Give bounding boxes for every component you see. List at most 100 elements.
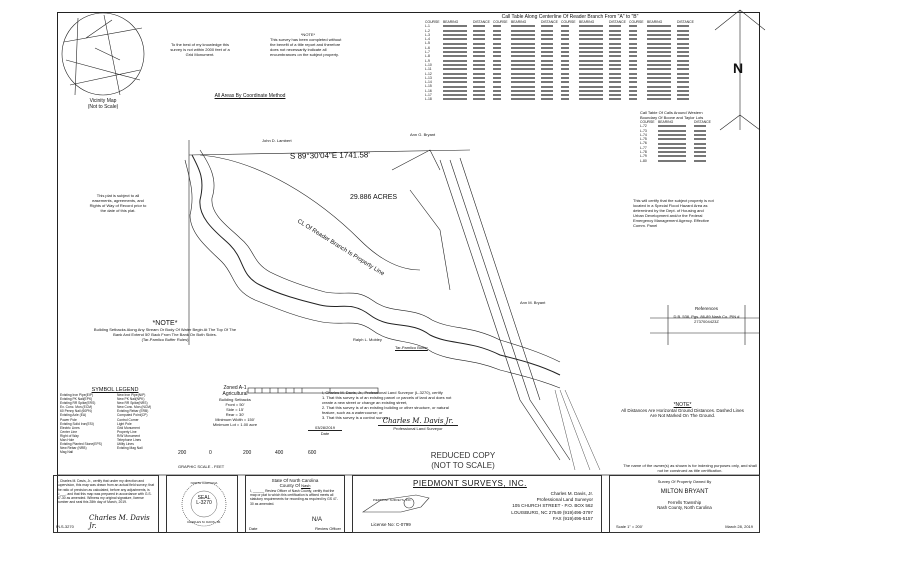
table-course: [629, 41, 645, 45]
table-distance: [473, 46, 491, 50]
creek-centerline: [191, 154, 561, 376]
table-bearing: [658, 141, 692, 145]
table-bearing: [511, 29, 539, 33]
table-distance: [677, 46, 695, 50]
legend-item: Existing Rebar (ERB): [117, 409, 149, 414]
table-course: [561, 59, 577, 63]
table-bearing: [511, 54, 539, 58]
legend-item: Existing Solid Iron(ESI): [60, 421, 94, 426]
table-bearing: [658, 129, 692, 133]
table-bearing: [443, 37, 471, 41]
table-course: L-1: [425, 24, 430, 29]
table-distance: [609, 33, 627, 37]
table-course: [629, 33, 645, 37]
table-bearing: [647, 89, 675, 93]
table-course: [561, 84, 577, 88]
table-distance: [473, 72, 491, 76]
table-distance: [677, 72, 695, 76]
table-bearing: [658, 150, 692, 154]
table-distance: [677, 97, 695, 101]
owner-name: MILTON BRYANT: [660, 489, 709, 495]
table-distance: [473, 24, 491, 28]
table-bearing: [579, 46, 607, 50]
table-distance: [541, 41, 559, 45]
table-distance: [694, 124, 716, 128]
table-distance: [694, 141, 716, 145]
road-line: [439, 157, 571, 461]
table-bearing: [443, 29, 471, 33]
adjoiner-label: John D. Lambert: [262, 138, 292, 143]
surveyor-seal: [181, 481, 227, 527]
table-distance: [609, 54, 627, 58]
table-distance: [677, 59, 695, 63]
table-bearing: [658, 137, 692, 141]
table-distance: [473, 80, 491, 84]
table-course: [493, 72, 509, 76]
table-course: L-75: [640, 137, 647, 142]
table-distance: [541, 67, 559, 71]
table-course: [629, 24, 645, 28]
table-bearing: [511, 80, 539, 84]
table-distance: [541, 59, 559, 63]
table-distance: [609, 93, 627, 97]
table-bearing: [647, 54, 675, 58]
table-course: L-6: [425, 45, 430, 50]
table-bearing: [579, 93, 607, 97]
table-course: [561, 24, 577, 28]
table-distance: [609, 41, 627, 45]
table-course: [629, 59, 645, 63]
legend-item: Right of Way: [60, 433, 79, 438]
adjoiner-label: Ann G. Bryant: [410, 132, 436, 137]
table-bearing: [658, 133, 692, 137]
table-distance: [609, 67, 627, 71]
table-header: BEARING: [647, 20, 663, 24]
legend-item: Center Line: [60, 429, 78, 434]
monument-note: To the best of my knowledge this survey …: [170, 42, 230, 57]
table-bearing: [443, 41, 471, 45]
table-bearing: [579, 59, 607, 63]
legend-item: New Rebar (NRB): [60, 446, 87, 451]
legend-item: Existing PK Nail(EPK): [60, 397, 93, 402]
table-course: [561, 29, 577, 33]
table-bearing: [658, 159, 692, 163]
table-course: L-78: [640, 150, 647, 155]
table-course: [561, 76, 577, 80]
boundary-call: S 89°30'04"E 1741.58': [289, 150, 370, 161]
table-header: DISTANCE: [541, 20, 558, 24]
table-course: L-2: [425, 28, 430, 33]
table-bearing: [511, 33, 539, 37]
table-bearing: [579, 24, 607, 28]
legend-item: 60 Penny Nail (60PN): [60, 409, 92, 414]
table-course: [561, 54, 577, 58]
legend-item: New Iron Pipe(NIP): [117, 393, 146, 397]
table-course: [493, 50, 509, 54]
table-header: COURSE: [425, 20, 440, 24]
table-bearing: [511, 37, 539, 41]
table-header: DISTANCE: [609, 20, 626, 24]
distances-note: *NOTE* All Distances Are Horizontal Grou…: [621, 402, 744, 418]
nc-state-logo-icon: [362, 494, 430, 513]
table-bearing: [658, 154, 692, 158]
reduced-copy-stamp: REDUCED COPY(NOT TO SCALE): [430, 451, 496, 470]
table-bearing: [647, 41, 675, 45]
table-course: [493, 33, 509, 37]
legend-item: Existing Mag Nail: [117, 446, 143, 451]
table-course: [493, 46, 509, 50]
table-course: [629, 84, 645, 88]
table-bearing: [647, 93, 675, 97]
certification-signature: Charles M. Davis Jr.Professional Land Su…: [378, 417, 458, 431]
table-distance: [677, 80, 695, 84]
legend-item: Control Corner: [117, 417, 139, 422]
table-distance: [609, 89, 627, 93]
table-bearing: [511, 63, 539, 67]
table-distance: [473, 33, 491, 37]
table-distance: [541, 89, 559, 93]
vicinity-map-circle: [61, 12, 145, 96]
table-course: L-7: [425, 50, 430, 55]
legend-item: Ex. Conc. Mon.(ECM): [60, 405, 93, 410]
table-course: L-9: [425, 58, 430, 63]
table-course: [561, 97, 577, 101]
table-bearing: [579, 63, 607, 67]
north-arrow-icon: N: [733, 60, 744, 76]
